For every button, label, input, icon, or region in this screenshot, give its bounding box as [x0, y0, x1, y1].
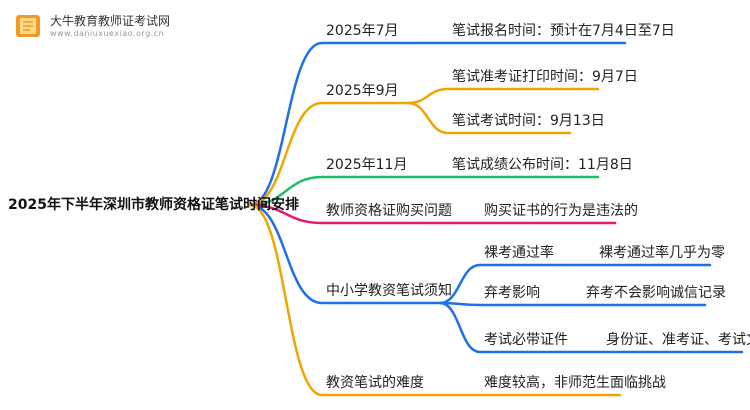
leaf-node: 弃考影响 [484, 285, 540, 301]
leaf-node: 笔试报名时间：预计在7月4日至7日 [452, 23, 675, 39]
branch-node: 2025年7月 [326, 23, 399, 39]
leaf-node: 笔试成绩公布时间：11月8日 [452, 157, 633, 173]
leaf-node: 笔试考试时间：9月13日 [452, 113, 605, 129]
leaf-node: 购买证书的行为是违法的 [484, 203, 638, 219]
leaf-node: 考试必带证件 [484, 332, 568, 348]
logo-subtitle: www.daniuxuexiao.org.cn [50, 29, 165, 38]
site-logo: 大牛教育教师证考试网 www.daniuxuexiao.org.cn [14, 8, 194, 44]
leaf-connector [406, 87, 600, 105]
branch-connector [248, 101, 410, 207]
leaf-connector [438, 263, 562, 305]
branch-node: 教资笔试的难度 [326, 375, 424, 391]
leaf-connector [438, 301, 562, 307]
logo-title: 大牛教育教师证考试网 [50, 14, 171, 28]
branch-node: 教师资格证购买问题 [326, 203, 452, 219]
branch-node: 2025年9月 [326, 83, 399, 99]
branch-connector [248, 175, 410, 207]
branch-connector [248, 203, 442, 397]
leaf-node: 裸考通过率 [484, 245, 554, 261]
book-icon [16, 15, 40, 37]
root-node: 2025年下半年深圳市教师资格证笔试时间安排 [8, 197, 299, 213]
detail-node: 身份证、准考证、考试文具 [606, 332, 750, 348]
leaf-node: 笔试准考证打印时间：9月7日 [452, 69, 638, 85]
leaf-connector [438, 301, 562, 354]
branch-node: 2025年11月 [326, 157, 408, 173]
branch-node: 中小学教资笔试须知 [326, 283, 452, 299]
leaf-connector [406, 101, 572, 135]
branch-connector [248, 203, 442, 225]
branch-connector [248, 41, 410, 207]
detail-node: 弃考不会影响诚信记录 [586, 285, 726, 301]
leaf-node: 难度较高，非师范生面临挑战 [484, 375, 666, 391]
detail-node: 裸考通过率几乎为零 [599, 245, 725, 261]
branch-connector [248, 203, 442, 305]
